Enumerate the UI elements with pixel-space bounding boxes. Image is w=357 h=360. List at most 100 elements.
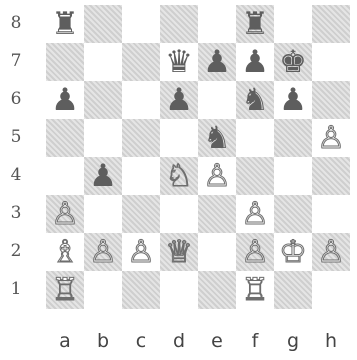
square-g2[interactable]: ♔ — [274, 233, 312, 271]
file-label-a: a — [46, 330, 84, 352]
black-pawn-f7[interactable]: ♟ — [236, 43, 274, 81]
square-c6[interactable] — [122, 81, 160, 119]
square-a2[interactable]: ♗ — [46, 233, 84, 271]
square-d3[interactable] — [160, 195, 198, 233]
square-c4[interactable] — [122, 157, 160, 195]
black-rook-f8[interactable]: ♜ — [236, 5, 274, 43]
square-h8[interactable] — [312, 5, 350, 43]
white-king-g2[interactable]: ♔ — [274, 233, 312, 271]
square-e6[interactable] — [198, 81, 236, 119]
white-queen-d2[interactable]: ♕ — [160, 233, 198, 271]
square-g4[interactable] — [274, 157, 312, 195]
black-pawn-d6[interactable]: ♟ — [160, 81, 198, 119]
square-d8[interactable] — [160, 5, 198, 43]
square-g3[interactable] — [274, 195, 312, 233]
white-knight-d4[interactable]: ♘ — [160, 157, 198, 195]
square-b2[interactable]: ♙ — [84, 233, 122, 271]
black-rook-a8[interactable]: ♜ — [46, 5, 84, 43]
square-c2[interactable]: ♙ — [122, 233, 160, 271]
square-d7[interactable]: ♛ — [160, 43, 198, 81]
square-c1[interactable] — [122, 271, 160, 309]
square-f3[interactable]: ♙ — [236, 195, 274, 233]
white-pawn-f3[interactable]: ♙ — [236, 195, 274, 233]
square-g8[interactable] — [274, 5, 312, 43]
white-rook-f1[interactable]: ♖ — [236, 271, 274, 309]
square-h5[interactable]: ♙ — [312, 119, 350, 157]
square-b3[interactable] — [84, 195, 122, 233]
square-g6[interactable]: ♟ — [274, 81, 312, 119]
square-f7[interactable]: ♟ — [236, 43, 274, 81]
square-b8[interactable] — [84, 5, 122, 43]
file-label-g: g — [274, 330, 312, 352]
square-a4[interactable] — [46, 157, 84, 195]
square-d6[interactable]: ♟ — [160, 81, 198, 119]
square-e1[interactable] — [198, 271, 236, 309]
white-pawn-b2[interactable]: ♙ — [84, 233, 122, 271]
square-e3[interactable] — [198, 195, 236, 233]
square-b6[interactable] — [84, 81, 122, 119]
square-a5[interactable] — [46, 119, 84, 157]
square-h6[interactable] — [312, 81, 350, 119]
square-h3[interactable] — [312, 195, 350, 233]
square-c7[interactable] — [122, 43, 160, 81]
square-d4[interactable]: ♘ — [160, 157, 198, 195]
square-b5[interactable] — [84, 119, 122, 157]
square-a1[interactable]: ♖ — [46, 271, 84, 309]
white-pawn-h2[interactable]: ♙ — [312, 233, 350, 271]
square-e8[interactable] — [198, 5, 236, 43]
square-c5[interactable] — [122, 119, 160, 157]
black-knight-e5[interactable]: ♞ — [198, 119, 236, 157]
white-pawn-c2[interactable]: ♙ — [122, 233, 160, 271]
square-g5[interactable] — [274, 119, 312, 157]
square-g1[interactable] — [274, 271, 312, 309]
square-b7[interactable] — [84, 43, 122, 81]
square-g7[interactable]: ♚ — [274, 43, 312, 81]
white-pawn-h5[interactable]: ♙ — [312, 119, 350, 157]
square-f8[interactable]: ♜ — [236, 5, 274, 43]
square-h1[interactable] — [312, 271, 350, 309]
white-pawn-e4[interactable]: ♙ — [198, 157, 236, 195]
square-h7[interactable] — [312, 43, 350, 81]
file-label-h: h — [312, 330, 350, 352]
white-bishop-a2[interactable]: ♗ — [46, 233, 84, 271]
square-b4[interactable]: ♟ — [84, 157, 122, 195]
rank-label-5: 5 — [7, 127, 25, 147]
file-label-d: d — [160, 330, 198, 352]
square-c3[interactable] — [122, 195, 160, 233]
black-pawn-a6[interactable]: ♟ — [46, 81, 84, 119]
square-e5[interactable]: ♞ — [198, 119, 236, 157]
square-e4[interactable]: ♙ — [198, 157, 236, 195]
square-c8[interactable] — [122, 5, 160, 43]
square-a8[interactable]: ♜ — [46, 5, 84, 43]
square-f5[interactable] — [236, 119, 274, 157]
square-h4[interactable] — [312, 157, 350, 195]
square-a7[interactable] — [46, 43, 84, 81]
square-h2[interactable]: ♙ — [312, 233, 350, 271]
white-pawn-a3[interactable]: ♙ — [46, 195, 84, 233]
chess-board: ♜♜♛♟♟♚♟♟♞♟♞♙♟♘♙♙♙♗♙♙♕♙♔♙♖♖ — [46, 5, 350, 309]
square-a3[interactable]: ♙ — [46, 195, 84, 233]
square-e2[interactable] — [198, 233, 236, 271]
square-f1[interactable]: ♖ — [236, 271, 274, 309]
square-f2[interactable]: ♙ — [236, 233, 274, 271]
square-d5[interactable] — [160, 119, 198, 157]
black-pawn-g6[interactable]: ♟ — [274, 81, 312, 119]
rank-label-1: 1 — [7, 279, 25, 299]
square-a6[interactable]: ♟ — [46, 81, 84, 119]
black-king-g7[interactable]: ♚ — [274, 43, 312, 81]
square-e7[interactable]: ♟ — [198, 43, 236, 81]
white-rook-a1[interactable]: ♖ — [46, 271, 84, 309]
square-f6[interactable]: ♞ — [236, 81, 274, 119]
rank-label-2: 2 — [7, 241, 25, 261]
square-b1[interactable] — [84, 271, 122, 309]
black-pawn-b4[interactable]: ♟ — [84, 157, 122, 195]
square-f4[interactable] — [236, 157, 274, 195]
black-queen-d7[interactable]: ♛ — [160, 43, 198, 81]
square-d1[interactable] — [160, 271, 198, 309]
white-pawn-f2[interactable]: ♙ — [236, 233, 274, 271]
square-d2[interactable]: ♕ — [160, 233, 198, 271]
file-label-b: b — [84, 330, 122, 352]
file-label-f: f — [236, 330, 274, 352]
black-pawn-e7[interactable]: ♟ — [198, 43, 236, 81]
black-knight-f6[interactable]: ♞ — [236, 81, 274, 119]
